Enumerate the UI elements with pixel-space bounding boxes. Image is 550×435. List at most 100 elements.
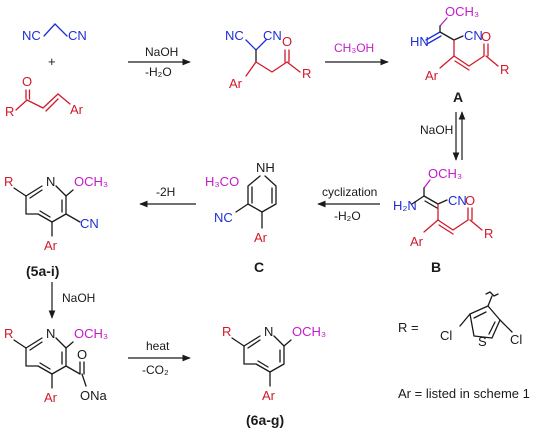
b-amine-bond (411, 195, 425, 205)
step7-byproduct: -CO₂ (142, 363, 169, 377)
step1-byproduct: -H₂O (145, 65, 172, 79)
na-och3: OCH₃ (74, 326, 108, 341)
cn-label: CN (68, 28, 87, 43)
enone-ar-bond (57, 93, 71, 105)
thiophene-ring (469, 305, 501, 339)
p5-n: N (46, 174, 55, 189)
a-r: R (500, 62, 509, 77)
a-carbonyl-bond (483, 43, 489, 57)
thiophene-cl2-bond (499, 319, 513, 333)
adduct-carbonyl-bond (284, 49, 290, 63)
product-5: R N OCH₃ CN Ar (4, 174, 108, 253)
thiophene-attachment-bond (487, 295, 493, 307)
p5-ring-bonds (25, 185, 67, 223)
thiophene-cl1: Cl (440, 328, 452, 343)
step4-byproduct: -H₂O (334, 209, 361, 223)
plus-sign: + (48, 54, 56, 69)
step1-reagent: NaOH (145, 45, 178, 59)
p5-ar: Ar (44, 238, 58, 253)
p6-och3: OCH₃ (292, 324, 326, 339)
p5-och3: OCH₃ (74, 174, 108, 189)
a-cn-bond (453, 35, 464, 41)
na-co-double (79, 361, 85, 375)
thiophene-cl1-bond (459, 313, 471, 327)
a-ar-bond (439, 55, 455, 69)
p5-r-bond (13, 187, 27, 197)
p5-cn: CN (80, 216, 99, 231)
adduct-chain-bonds (255, 61, 301, 73)
b-o: O (465, 193, 475, 208)
p6-ring-bonds (243, 335, 285, 373)
enone-chain-bonds (26, 93, 59, 112)
adduct-ar: Ar (229, 76, 243, 91)
step5-condition: -2H (156, 185, 175, 199)
b-r: R (484, 226, 493, 241)
p6-ar: Ar (262, 388, 276, 403)
b-och3: OCH₃ (428, 166, 462, 181)
b-enamine-bond (423, 195, 439, 209)
step7-condition: heat (146, 339, 170, 353)
p5-r: R (4, 174, 13, 189)
thiophene-cl2: Cl (510, 332, 522, 347)
intermediate-a: OCH₃ HN CN Ar O R (410, 4, 509, 83)
malononitrile-bonds (43, 23, 68, 37)
a-chain-bonds (453, 55, 485, 71)
step3-reagent: NaOH (420, 123, 453, 137)
a-o: O (481, 29, 491, 44)
label-6: (6a-g) (246, 412, 284, 428)
na-ome-bond (65, 341, 74, 349)
step2-reagent: CH₃OH (334, 41, 374, 55)
adduct-r: R (302, 66, 311, 81)
p6-r-bond (231, 337, 245, 347)
p5-ome-bond (65, 189, 74, 197)
enone-ar-label: Ar (70, 102, 84, 117)
intermediate-b: OCH₃ H₂N CN Ar O R (393, 166, 493, 249)
na-ona: ONa (80, 388, 108, 403)
b-cn: CN (448, 193, 467, 208)
c-ar: Ar (254, 230, 268, 245)
b-ar-bond (423, 219, 439, 233)
b-cn-bond (437, 199, 448, 205)
enone-o-label: O (22, 74, 32, 89)
label-c: C (254, 259, 264, 275)
thiophene-s: S (478, 334, 487, 349)
a-ome-bond (439, 17, 448, 27)
na-carboxyl-bond (65, 365, 81, 375)
a-r-bond (485, 55, 499, 67)
p6-ome-bond (283, 339, 292, 347)
na-o: O (77, 347, 87, 362)
nc-label: NC (22, 28, 41, 43)
c-cn-bond (235, 203, 249, 213)
intermediate-c: NH H₃CO NC Ar (205, 160, 277, 245)
b-chain-bonds (437, 219, 469, 235)
a-hn: HN (410, 34, 429, 49)
adduct-nc: NC (225, 28, 244, 43)
na-ring-double-bonds (29, 341, 63, 370)
thiophene-double-bonds (473, 311, 496, 335)
label-5: (5a-i) (26, 263, 59, 279)
adduct-o: O (282, 34, 292, 49)
product-6: R N OCH₃ Ar (222, 324, 326, 403)
b-r-bond (469, 219, 483, 231)
b-ome-bond (423, 179, 431, 189)
legend-r: R = (398, 320, 419, 335)
na-ona-bond (81, 373, 87, 387)
a-cn: CN (464, 28, 483, 43)
equilibrium-arrow (452, 111, 466, 161)
a-imine-bond (425, 31, 442, 45)
p6-r: R (222, 324, 231, 339)
a-backbone-bond (439, 31, 455, 41)
enone-carbonyl-bond (25, 89, 31, 100)
a-ar: Ar (425, 68, 439, 83)
wavy-attachment (485, 291, 499, 297)
c-h3co: H₃CO (205, 174, 239, 189)
p6-n: N (264, 324, 273, 339)
enone-r-label: R (5, 104, 14, 119)
na-ring-bonds (25, 337, 67, 375)
p6-ring-double-bonds (247, 339, 281, 368)
p5-ring-double-bonds (29, 189, 63, 218)
adduct-ar-bond (245, 61, 257, 77)
adduct-cn: CN (263, 28, 282, 43)
na-r: R (4, 326, 13, 341)
b-carbonyl-bond (467, 207, 473, 221)
